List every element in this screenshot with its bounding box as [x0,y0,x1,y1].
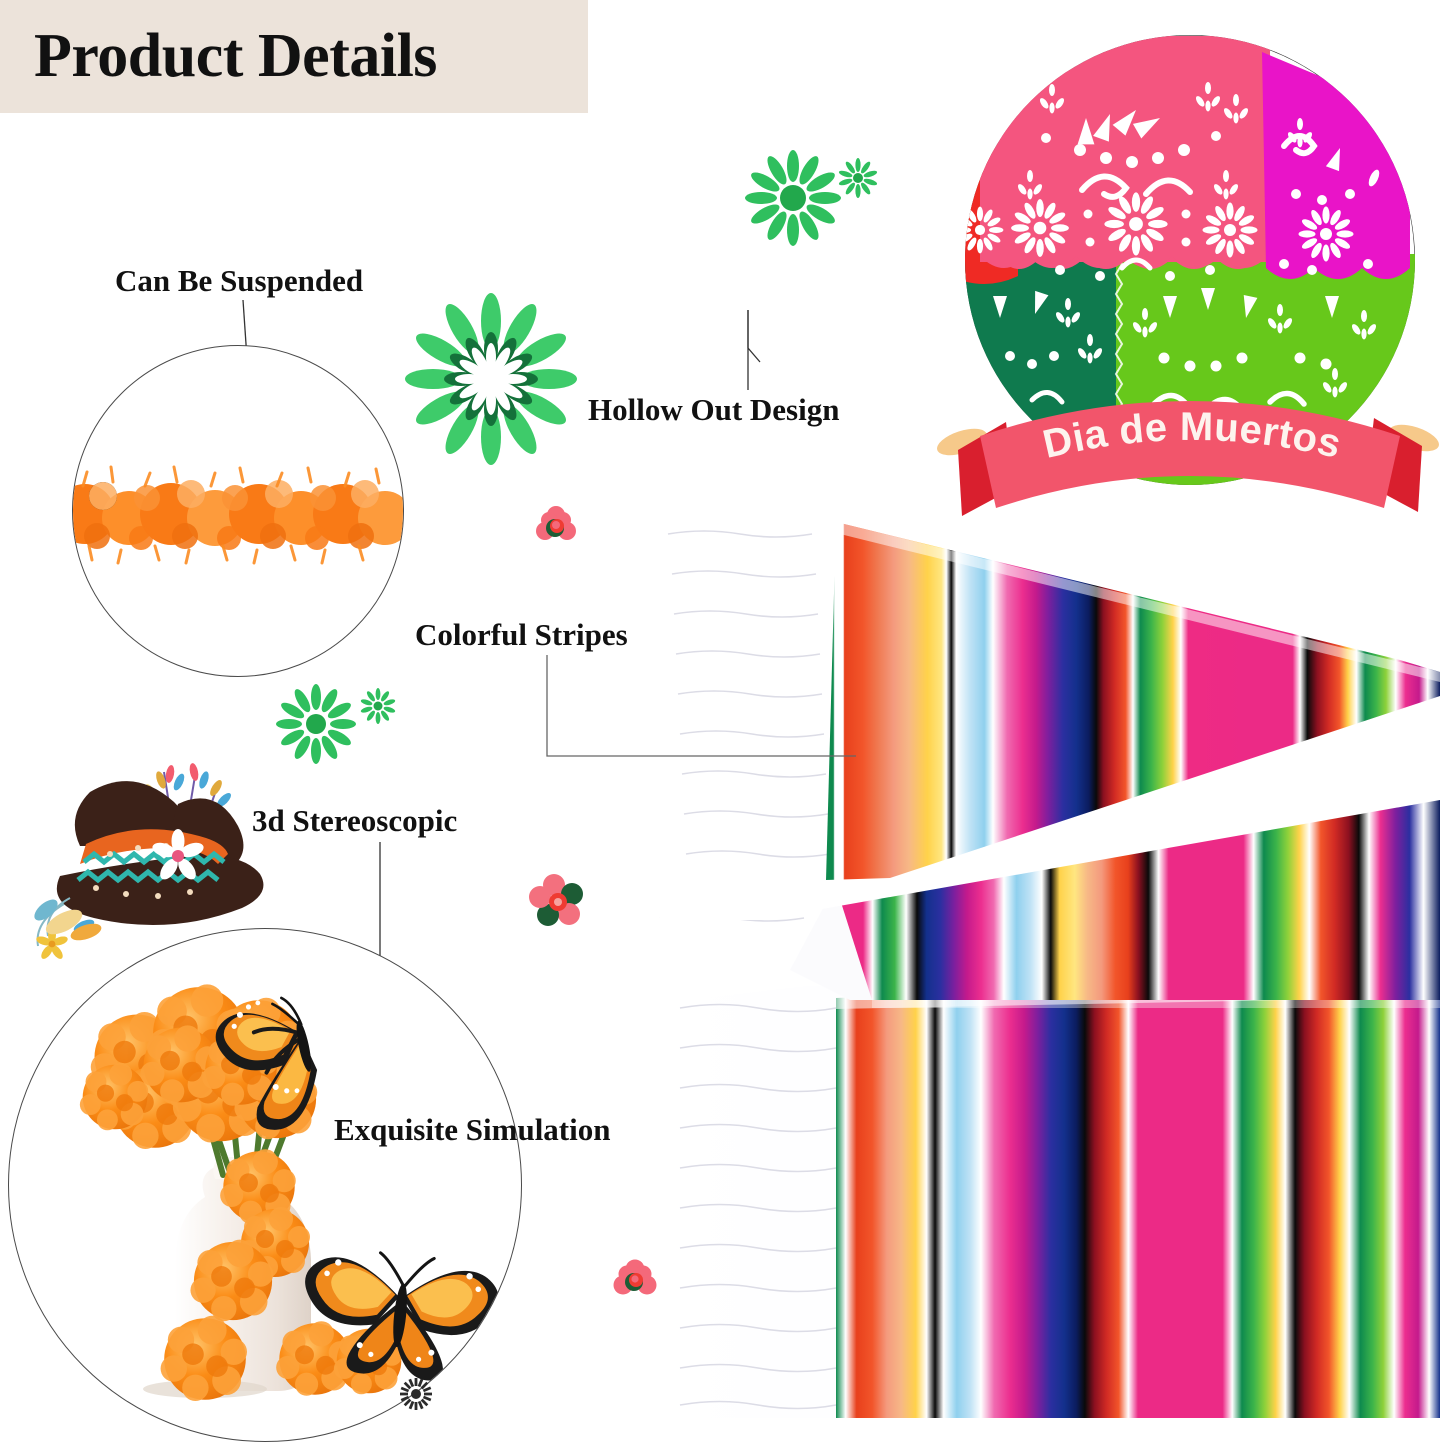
callout-exquisite-simulation: Exquisite Simulation [334,1112,611,1147]
green-starburst-small [838,158,878,198]
callout-hollow-out-design: Hollow Out Design [588,392,840,427]
runner-layer-bottom [679,986,1440,1418]
marigold-strand [73,465,403,565]
sombrero-decoration [18,758,264,968]
red-flower-small [532,503,580,551]
callout-3d-stereoscopic: 3d Stereoscopic [252,803,458,838]
header-band [0,0,588,113]
sunburst-icon [398,1376,434,1412]
green-starburst-mid [276,684,356,764]
page-title: Product Details [34,22,437,90]
garland-svg [73,465,403,565]
runner-layer-top [660,506,1440,920]
leader-hollow [747,310,761,363]
callout-can-be-suspended: Can Be Suspended [115,263,364,298]
daisy-icon [152,829,204,880]
monarch-butterfly-top [215,996,318,1130]
leaf-accent-cluster [26,880,146,970]
sombrero-hat [36,781,264,959]
red-flower-bottom [610,1256,660,1306]
ribbon-body [980,401,1400,508]
marigold-vase-photo [8,928,522,1442]
runner-svg [659,506,1440,1418]
green-flower-layered [405,293,577,465]
green-starburst-large [745,150,841,246]
runner-fringe-bottom [679,1003,837,1410]
vase-svg [79,984,499,1401]
serape-table-runner [640,500,1440,1418]
green-starburst-tiny [360,688,396,724]
pink-flower-mid [526,870,590,934]
badge-svg: Dia de Muertos [937,35,1439,516]
monarch-butterfly-bottom [305,1250,499,1381]
ribbon: Dia de Muertos [958,401,1422,516]
sombrero-svg [36,763,264,959]
pink-cutwork [957,82,1380,281]
callout-colorful-stripes: Colorful Stripes [415,617,628,652]
papel-picado-badge: Dia de Muertos [937,18,1440,538]
marigold-garland-photo [72,345,404,677]
